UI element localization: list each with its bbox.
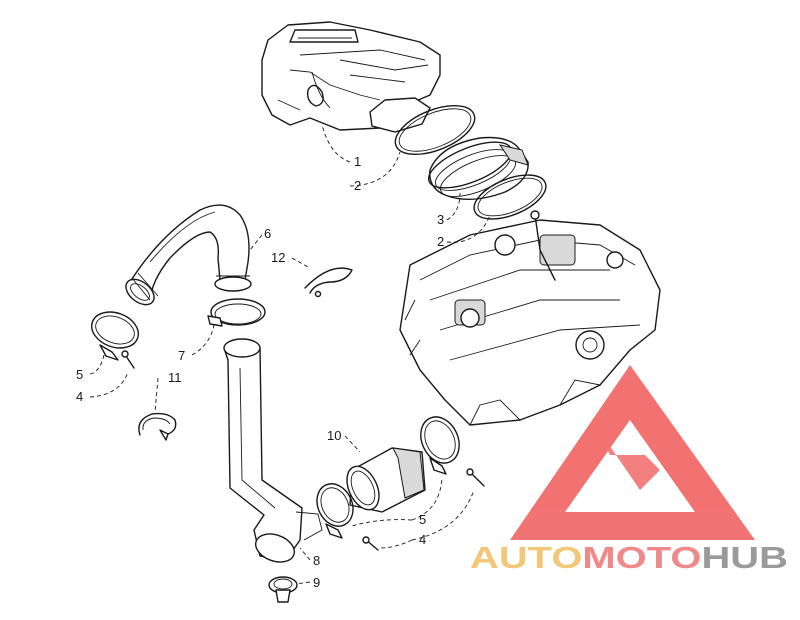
watermark-auto: AUTO [470, 540, 582, 575]
engine-block [399, 210, 661, 426]
seal-ring-lower [473, 174, 547, 220]
lower-intake-tube [223, 338, 323, 563]
callout-1: 1 [354, 154, 361, 169]
callout-10: 10 [327, 428, 341, 443]
callout-3: 3 [437, 212, 444, 227]
hose-coupler-10 [346, 447, 426, 513]
hose-clamp-left [91, 311, 139, 361]
clamp-screw-left [121, 350, 135, 369]
callout-5-right: 5 [419, 512, 426, 527]
watermark-hub: HUB [701, 540, 788, 575]
callout-2-lower: 2 [437, 234, 444, 249]
watermark-logo [510, 365, 755, 540]
callout-5-left: 5 [76, 367, 83, 382]
callout-7: 7 [178, 348, 185, 363]
hose-clamp-11 [138, 412, 177, 441]
air-box [261, 21, 441, 133]
wire-clip-12 [304, 267, 353, 298]
upper-intake-hose [125, 204, 252, 306]
callout-8: 8 [313, 553, 320, 568]
watermark-moto: MOTO [582, 540, 701, 575]
hose-clamp-7 [207, 298, 266, 327]
callout-4-left: 4 [76, 389, 83, 404]
callout-9: 9 [313, 575, 320, 590]
callout-4-right: 4 [419, 532, 426, 547]
callout-labels: 1 2 3 2 6 12 7 5 4 11 10 5 4 8 9 [76, 154, 444, 590]
hose-clamp-right-upper [420, 416, 485, 487]
callout-6: 6 [264, 226, 271, 241]
drain-plug-9 [268, 576, 298, 603]
callout-11: 11 [168, 370, 182, 385]
callout-12: 12 [271, 250, 285, 265]
hose-clamp-right-lower [316, 483, 379, 551]
intake-adapter [428, 136, 529, 200]
callout-2-upper: 2 [354, 178, 361, 193]
leader-lines [89, 124, 491, 585]
seal-ring-upper [394, 104, 476, 156]
